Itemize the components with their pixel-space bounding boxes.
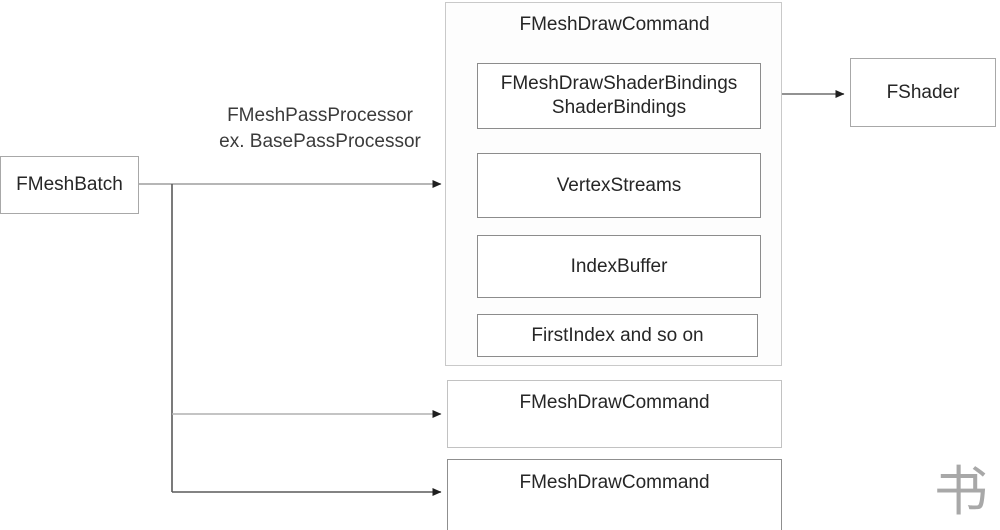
node-fshader[interactable]: FShader bbox=[850, 58, 996, 127]
field-firstindex[interactable]: FirstIndex and so on bbox=[477, 314, 758, 357]
node-fmeshdrawcommand-expanded[interactable]: FMeshDrawCommand FMeshDrawShaderBindings… bbox=[445, 2, 782, 366]
field-indexbuffer[interactable]: IndexBuffer bbox=[477, 235, 761, 298]
field-fmeshdrawshaderbindings[interactable]: FMeshDrawShaderBindings ShaderBindings bbox=[477, 63, 761, 129]
edge-label-mesh-pass-processor: FMeshPassProcessor ex. BasePassProcessor bbox=[175, 103, 465, 154]
field-firstindex-label: FirstIndex and so on bbox=[531, 324, 704, 346]
node-fmeshdrawcommand-3-label: FMeshDrawCommand bbox=[519, 472, 710, 493]
node-fmeshdrawcommand-3[interactable]: FMeshDrawCommand bbox=[447, 459, 782, 530]
node-fmeshbatch[interactable]: FMeshBatch bbox=[0, 156, 139, 214]
field-indexbuffer-label: IndexBuffer bbox=[570, 255, 668, 277]
field-vertexstreams[interactable]: VertexStreams bbox=[477, 153, 761, 218]
node-fmeshdrawcommand-2-label: FMeshDrawCommand bbox=[519, 392, 710, 413]
node-fshader-label: FShader bbox=[886, 81, 960, 103]
node-fmeshdrawcommand-title: FMeshDrawCommand bbox=[519, 14, 710, 35]
node-fmeshbatch-label: FMeshBatch bbox=[16, 174, 123, 196]
watermark-character: 书 bbox=[934, 459, 988, 523]
watermark-glyph: 书 bbox=[930, 455, 992, 523]
field-fmeshdrawshaderbindings-line2: ShaderBindings bbox=[551, 97, 687, 118]
edge-label-line1: FMeshPassProcessor bbox=[227, 105, 413, 126]
node-fmeshdrawcommand-2[interactable]: FMeshDrawCommand bbox=[447, 380, 782, 448]
field-fmeshdrawshaderbindings-line1: FMeshDrawShaderBindings bbox=[500, 73, 738, 95]
edge-label-line2: ex. BasePassProcessor bbox=[219, 130, 421, 152]
field-vertexstreams-label: VertexStreams bbox=[556, 174, 682, 196]
